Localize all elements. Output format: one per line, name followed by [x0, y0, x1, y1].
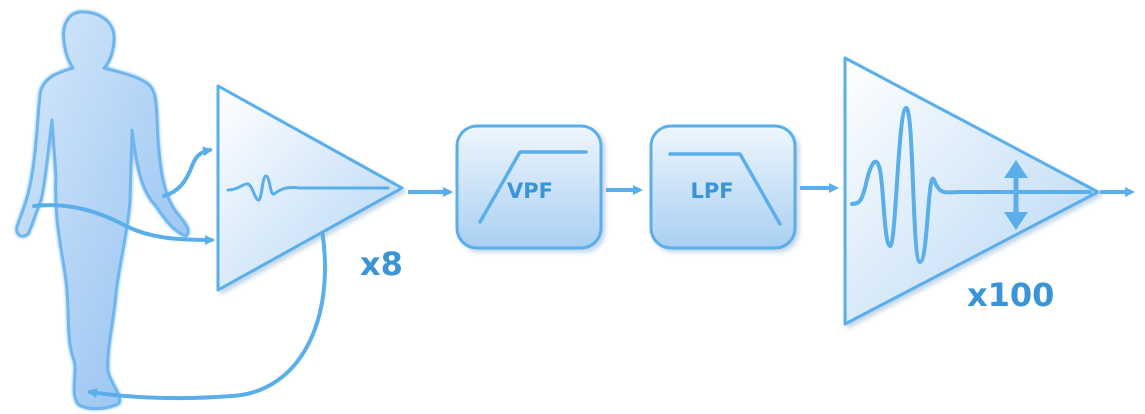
highpass-response-icon — [478, 150, 588, 224]
large-ecg-waveform-icon — [850, 105, 1092, 264]
human-body-icon — [15, 10, 190, 410]
lpf-label: LPF — [690, 179, 733, 203]
vpf-label: VPF — [507, 179, 553, 203]
gain-label-x100: x100 — [967, 276, 1054, 314]
small-ecg-waveform-icon — [226, 174, 390, 202]
electrode-leads — [32, 146, 327, 401]
vpf-filter-block — [455, 124, 603, 250]
gain-label-x8: x8 — [360, 245, 403, 283]
lead-wire-lower — [32, 203, 215, 245]
lead-wire-upper — [162, 146, 213, 198]
lowpass-response-icon — [668, 152, 782, 226]
lpf-filter-block — [649, 124, 797, 250]
feedback-wire — [87, 228, 327, 401]
amplitude-double-arrow-icon — [1004, 160, 1028, 230]
